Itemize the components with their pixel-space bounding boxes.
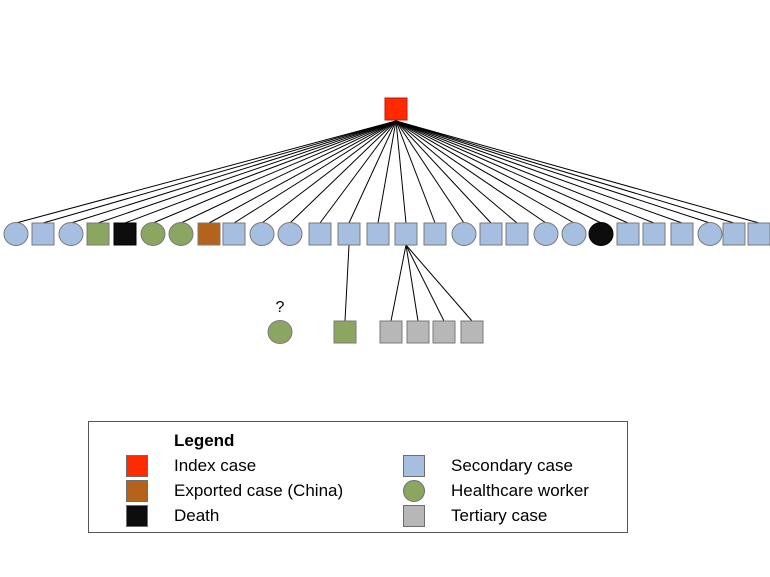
- transmission-edge: [42, 120, 397, 224]
- secondary-case-13: [337, 222, 361, 246]
- transmission-edge: [97, 120, 397, 224]
- secondary-case-28: [747, 222, 770, 246]
- secondary-case-8: [197, 222, 221, 246]
- index-case-node: [384, 97, 408, 121]
- transmission-edge: [395, 120, 683, 224]
- secondary-case-3: [58, 222, 84, 246]
- transmission-edge: [395, 120, 629, 224]
- transmission-edge: [405, 244, 473, 322]
- secondary-case-24: [642, 222, 666, 246]
- transmission-edge: [405, 244, 419, 322]
- unknown-source-note: ?: [276, 299, 285, 316]
- transmission-edge: [395, 120, 518, 224]
- tertiary-case-1-1: [333, 320, 357, 344]
- tertiary-case-2-4: [460, 320, 484, 344]
- tertiary-case-2-1: [379, 320, 403, 344]
- transmission-edge: [395, 120, 711, 224]
- transmission-edge: [348, 120, 397, 224]
- legend-label: Index case: [174, 456, 257, 475]
- secondary-case-7: [168, 222, 194, 246]
- secondary-case-25: [670, 222, 694, 246]
- secondary-case-15: [394, 222, 418, 246]
- black-square-icon: [126, 505, 148, 527]
- transmission-edge: [261, 120, 397, 224]
- transmission-edge: [395, 120, 602, 224]
- secondary-case-20: [533, 222, 559, 246]
- legend-label: Secondary case: [451, 456, 573, 475]
- red-square-icon: [126, 455, 148, 477]
- transmission-edge: [405, 244, 445, 322]
- tertiary-case-2-3: [432, 320, 456, 344]
- transmission-edge: [208, 120, 397, 224]
- secondary-case-19: [505, 222, 529, 246]
- secondary-case-1: [3, 222, 29, 246]
- secondary-case-9: [222, 222, 246, 246]
- secondary-case-6: [140, 222, 166, 246]
- secondary-case-11: [277, 222, 303, 246]
- transmission-edge: [395, 120, 465, 224]
- secondary-case-14: [366, 222, 390, 246]
- secondary-case-27: [722, 222, 746, 246]
- transmission-edge: [395, 120, 655, 224]
- transmission-edge: [70, 120, 397, 224]
- secondary-case-21: [561, 222, 587, 246]
- legend: Legend Index case Exported case (China) …: [88, 421, 628, 533]
- transmission-edge: [344, 244, 350, 322]
- legend-label: Exported case (China): [174, 481, 344, 500]
- transmission-edge: [395, 120, 575, 224]
- transmission-edge: [15, 120, 397, 224]
- legend-label: Death: [174, 506, 220, 525]
- secondary-case-18: [479, 222, 503, 246]
- secondary-case-22: [588, 222, 614, 246]
- secondary-case-5: [113, 222, 137, 246]
- secondary-case-12: [308, 222, 332, 246]
- transmission-edge: [395, 120, 407, 224]
- brown-square-icon: [126, 480, 148, 502]
- transmission-edge: [395, 120, 436, 224]
- secondary-case-2: [31, 222, 55, 246]
- blue-square-icon: [403, 455, 425, 477]
- legend-title: Legend: [174, 431, 235, 450]
- transmission-edge: [390, 244, 407, 322]
- case-nodes: [3, 97, 770, 344]
- transmission-edge: [395, 120, 760, 224]
- gray-square-icon: [403, 505, 425, 527]
- transmission-edge: [395, 120, 547, 224]
- unknown-source-healthcare-worker: [267, 320, 293, 344]
- transmission-edge: [152, 120, 397, 224]
- secondary-case-26: [697, 222, 723, 246]
- transmission-edge: [319, 120, 397, 224]
- transmission-edge: [377, 120, 397, 224]
- legend-label: Tertiary case: [451, 506, 548, 525]
- transmission-edge: [233, 120, 397, 224]
- transmission-edge: [124, 120, 397, 224]
- transmission-edge: [289, 120, 397, 224]
- transmission-edges: [15, 120, 760, 322]
- secondary-case-4: [86, 222, 110, 246]
- legend-label: Healthcare worker: [451, 481, 589, 500]
- secondary-case-17: [451, 222, 477, 246]
- secondary-case-23: [616, 222, 640, 246]
- secondary-case-16: [423, 222, 447, 246]
- transmission-edge: [395, 120, 735, 224]
- secondary-case-10: [249, 222, 275, 246]
- transmission-edge: [180, 120, 397, 224]
- green-circle-icon: [403, 480, 425, 502]
- tertiary-case-2-2: [406, 320, 430, 344]
- transmission-edge: [395, 120, 492, 224]
